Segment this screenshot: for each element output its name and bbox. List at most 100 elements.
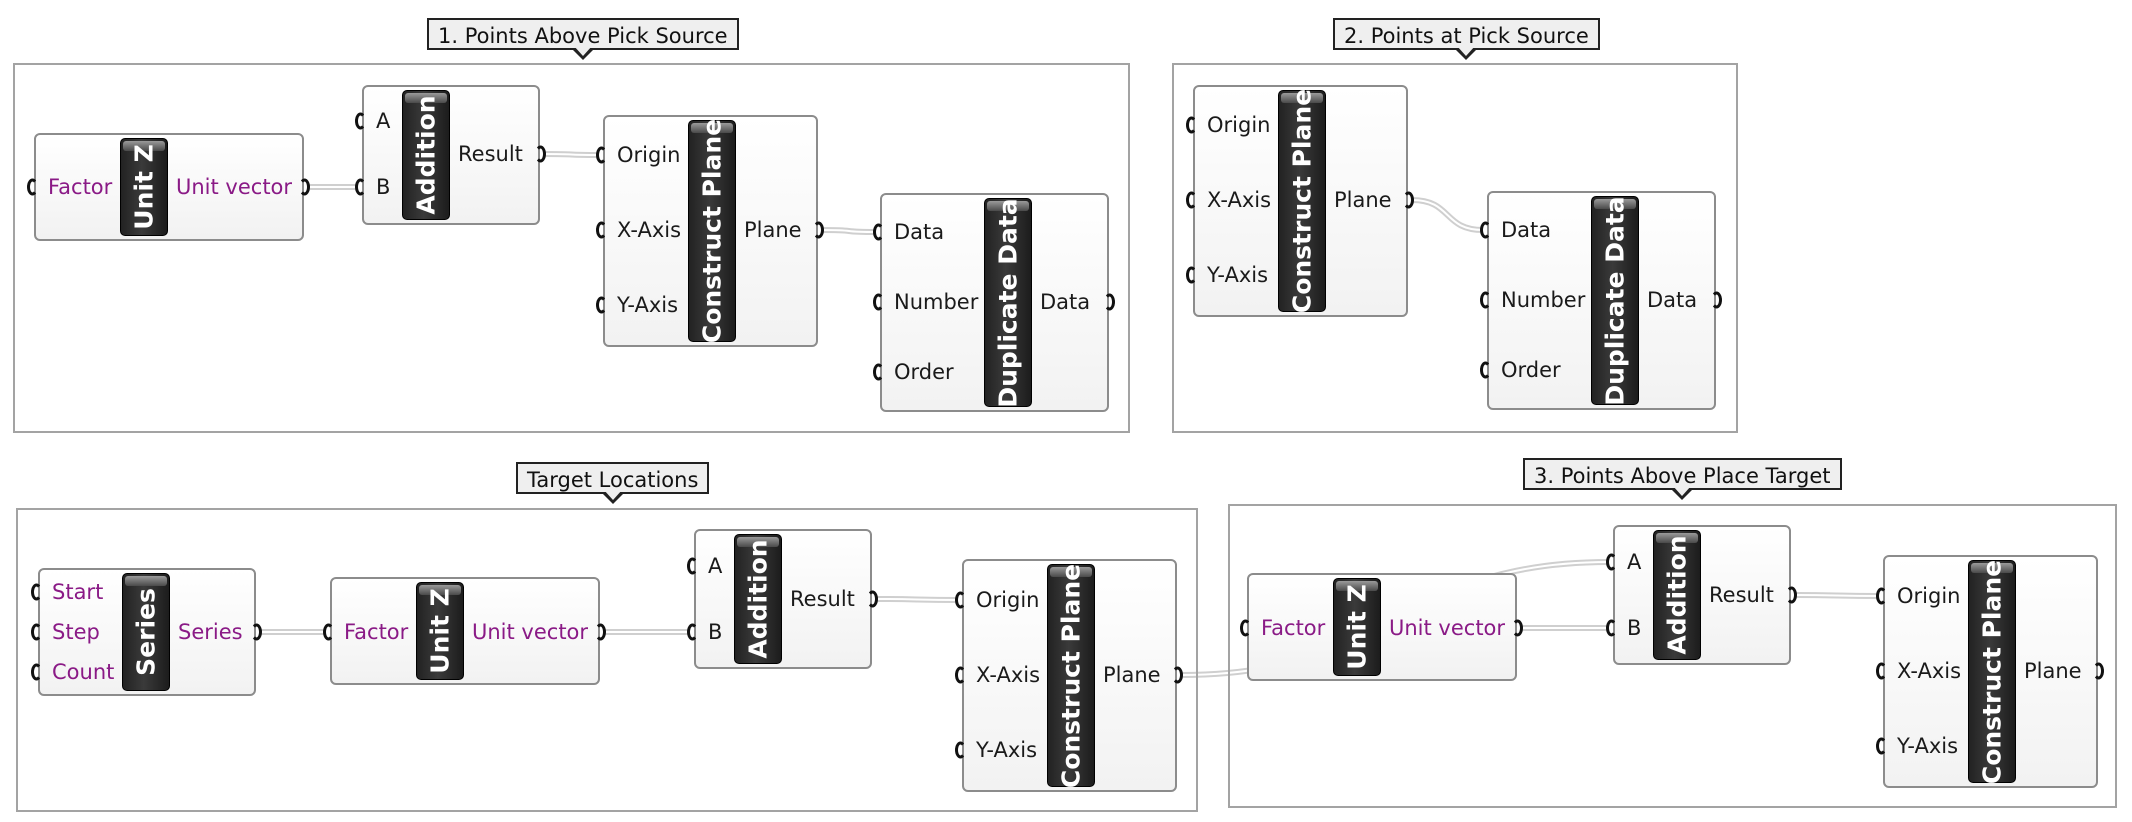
output-label-result: Result <box>458 142 523 166</box>
input-port-b[interactable] <box>1606 619 1617 637</box>
component-name-bar[interactable]: Addition <box>734 534 782 664</box>
group-label[interactable]: Target Locations <box>516 462 710 504</box>
component-construct-plane[interactable]: Construct Plane <box>962 559 1177 792</box>
input-label-order: Order <box>894 360 954 384</box>
input-port-x-axis[interactable] <box>1186 191 1197 209</box>
output-port-data[interactable] <box>1104 293 1115 311</box>
group-target-locations[interactable] <box>16 508 1198 812</box>
output-port-plane[interactable] <box>1172 666 1183 684</box>
input-port-x-axis[interactable] <box>1876 662 1887 680</box>
component-name: Duplicate Data <box>1600 195 1630 406</box>
group-label[interactable]: 1. Points Above Pick Source <box>427 18 739 60</box>
component-duplicate-data[interactable]: Duplicate Data <box>880 193 1109 412</box>
component-name-bar[interactable]: Duplicate Data <box>1591 196 1639 405</box>
input-label-x-axis: X-Axis <box>1897 659 1962 683</box>
output-port-plane[interactable] <box>813 221 824 239</box>
input-port-data[interactable] <box>873 223 884 241</box>
component-addition[interactable]: Addition <box>362 85 540 225</box>
output-port-result[interactable] <box>1786 586 1797 604</box>
input-port-order[interactable] <box>873 363 884 381</box>
component-name-bar[interactable]: Construct Plane <box>1278 89 1326 313</box>
component-name-bar[interactable]: Unit Z <box>120 138 168 236</box>
input-port-order[interactable] <box>1480 361 1491 379</box>
output-port-result[interactable] <box>867 590 878 608</box>
input-port-factor[interactable] <box>323 623 334 641</box>
group-label[interactable]: 2. Points at Pick Source <box>1333 18 1600 60</box>
group-label-pointer <box>1454 46 1479 60</box>
input-label-origin: Origin <box>1897 584 1961 608</box>
input-port-origin[interactable] <box>1876 587 1887 605</box>
input-port-count[interactable] <box>31 663 42 681</box>
input-port-x-axis[interactable] <box>955 666 966 684</box>
group-label-text: 3. Points Above Place Target <box>1534 464 1831 488</box>
input-port-start[interactable] <box>31 583 42 601</box>
input-port-a[interactable] <box>1606 553 1617 571</box>
group-label-pointer <box>1670 486 1695 500</box>
input-port-a[interactable] <box>355 112 366 130</box>
output-port-plane[interactable] <box>2093 662 2104 680</box>
group-label[interactable]: 3. Points Above Place Target <box>1523 458 1842 500</box>
component-series[interactable]: Series <box>38 568 256 696</box>
output-label-data: Data <box>1647 288 1698 312</box>
output-label-plane: Plane <box>1334 188 1392 212</box>
input-port-b[interactable] <box>355 178 366 196</box>
component-name: Unit Z <box>129 144 159 230</box>
input-port-origin[interactable] <box>596 146 607 164</box>
component-name-bar[interactable]: Series <box>122 573 170 691</box>
component-name-bar[interactable]: Addition <box>1653 530 1701 660</box>
component-name: Unit Z <box>1342 584 1372 670</box>
input-port-factor[interactable] <box>27 178 38 196</box>
component-name-bar[interactable]: Unit Z <box>416 582 464 680</box>
input-port-number[interactable] <box>873 293 884 311</box>
input-port-y-axis[interactable] <box>596 296 607 314</box>
input-port-b[interactable] <box>687 623 698 641</box>
component-name-bar[interactable]: Construct Plane <box>1968 559 2016 784</box>
component-name-bar[interactable]: Addition <box>402 90 450 220</box>
component-addition[interactable]: Addition <box>694 529 872 669</box>
output-port-unit-vector[interactable] <box>299 178 310 196</box>
output-port-series[interactable] <box>251 623 262 641</box>
input-label-x-axis: X-Axis <box>976 663 1041 687</box>
input-label-a: A <box>1627 550 1642 574</box>
component-unit-z[interactable]: Unit Z <box>34 133 304 241</box>
output-label-unit-vector: Unit vector <box>1389 616 1506 640</box>
input-port-origin[interactable] <box>955 591 966 609</box>
component-name-bar[interactable]: Duplicate Data <box>984 198 1032 407</box>
group-points-above-place-target[interactable] <box>1228 504 2117 808</box>
input-label-data: Data <box>894 220 945 244</box>
input-port-number[interactable] <box>1480 291 1491 309</box>
component-construct-plane[interactable]: Construct Plane <box>603 115 818 347</box>
input-port-data[interactable] <box>1480 221 1491 239</box>
output-port-unit-vector[interactable] <box>595 623 606 641</box>
output-port-data[interactable] <box>1711 291 1722 309</box>
component-duplicate-data[interactable]: Duplicate Data <box>1487 191 1716 410</box>
input-port-y-axis[interactable] <box>1876 737 1887 755</box>
output-port-unit-vector[interactable] <box>1512 619 1523 637</box>
output-label-result: Result <box>790 587 855 611</box>
input-port-a[interactable] <box>687 557 698 575</box>
input-label-factor: Factor <box>344 620 409 644</box>
output-label-unit-vector: Unit vector <box>176 175 293 199</box>
input-label-x-axis: X-Axis <box>617 218 682 242</box>
component-name-bar[interactable]: Construct Plane <box>688 119 736 343</box>
input-port-step[interactable] <box>31 623 42 641</box>
input-port-y-axis[interactable] <box>1186 266 1197 284</box>
output-port-result[interactable] <box>535 145 546 163</box>
group-points-at-pick-source[interactable] <box>1172 63 1738 433</box>
component-addition[interactable]: Addition <box>1613 525 1791 665</box>
output-label-unit-vector: Unit vector <box>472 620 589 644</box>
output-port-plane[interactable] <box>1403 191 1414 209</box>
component-name: Duplicate Data <box>993 197 1023 408</box>
component-construct-plane[interactable]: Construct Plane <box>1193 85 1408 317</box>
input-port-factor[interactable] <box>1240 619 1251 637</box>
input-port-x-axis[interactable] <box>596 221 607 239</box>
input-port-origin[interactable] <box>1186 116 1197 134</box>
group-label-text: 1. Points Above Pick Source <box>438 24 728 48</box>
component-name-bar[interactable]: Unit Z <box>1333 578 1381 676</box>
input-port-y-axis[interactable] <box>955 741 966 759</box>
input-label-data: Data <box>1501 218 1552 242</box>
input-label-b: B <box>1627 616 1642 640</box>
component-name-bar[interactable]: Construct Plane <box>1047 563 1095 788</box>
group-points-above-pick-source[interactable] <box>13 63 1130 433</box>
input-label-a: A <box>376 109 391 133</box>
